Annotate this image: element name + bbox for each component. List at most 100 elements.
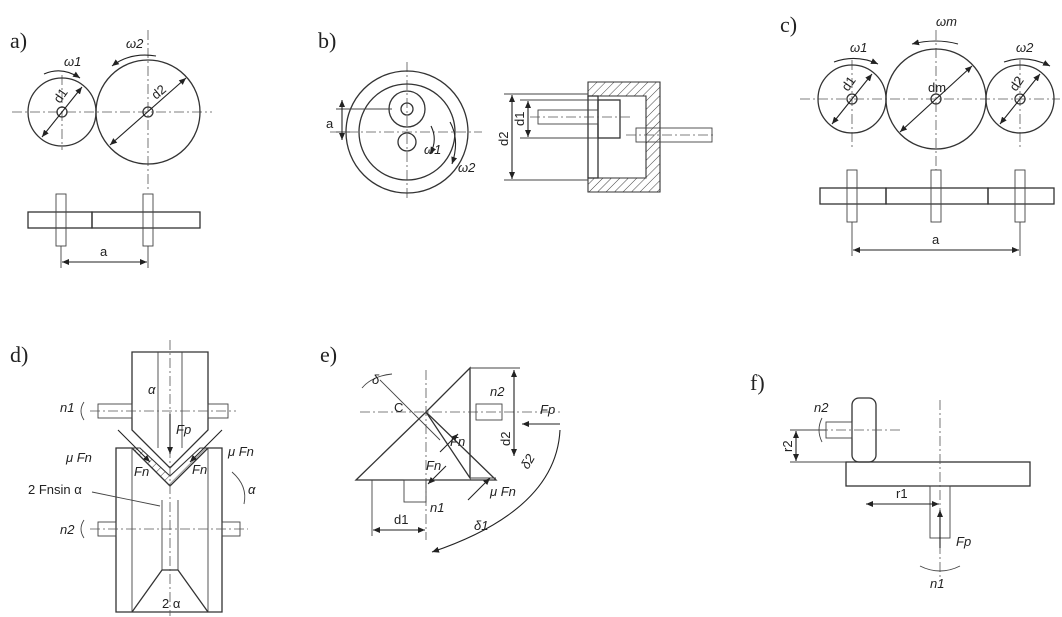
panel-a-shaft-2 — [142, 193, 154, 247]
panel-d-n2-arc — [80, 519, 85, 539]
panel-f-label: f) — [750, 370, 765, 395]
panel-b-omega1-arrow — [429, 125, 437, 155]
panel-a-d1-label: d1 — [50, 85, 71, 105]
panel-a-d2-label: d2 — [148, 82, 169, 103]
panel-c-dm-label: dm — [928, 80, 946, 95]
panel-c-d1-dim — [831, 73, 873, 125]
panel-d-2fnsin-label: 2 Fnsin α — [28, 482, 82, 497]
panel-e-d2-label: d2 — [498, 432, 513, 446]
panel-b-omega2-label: ω2 — [458, 160, 476, 175]
panel-f-n2-label: n2 — [814, 400, 829, 415]
panel-e-fp-label: Fp — [540, 402, 555, 417]
panel-e-fn-upper-arrow — [439, 433, 459, 453]
panel-a-d1-dim — [41, 86, 83, 138]
panel-e-shaft-2 — [475, 403, 503, 421]
panel-d-2alpha-label: 2 α — [162, 596, 181, 611]
panel-e-delta1-label: δ1 — [474, 518, 488, 533]
panel-f-disc — [845, 461, 1031, 487]
panel-c-side-disc-1 — [819, 187, 887, 205]
panel-e-mufn-label: μ Fn — [489, 484, 516, 499]
panel-c-side-disc-m — [885, 187, 989, 205]
panel-d-alpha-arc — [231, 471, 246, 505]
panel-c-omega2-arrow — [1003, 58, 1051, 67]
panel-d-fn-right-label: Fn — [192, 462, 207, 477]
panel-c-dm-dim — [899, 65, 973, 133]
panel-c-shaft-2 — [1014, 169, 1026, 223]
panel-c-omegam-arrow — [911, 39, 959, 46]
panel-a-side-disc-2 — [91, 211, 201, 229]
panel-d-n1-label: n1 — [60, 400, 74, 415]
panel-c-side-disc-2 — [987, 187, 1055, 205]
panel-f-r2-label: r2 — [780, 440, 795, 452]
panel-c-label: c) — [780, 12, 797, 37]
panel-a-a-label: a — [100, 244, 108, 259]
panel-d: d) Fp Fn Fn μ Fn μ Fn α α 2 Fnsin — [10, 340, 256, 616]
panel-e-delta2-label: δ2 — [518, 451, 539, 472]
panel-d-mufn-right-label: μ Fn — [227, 444, 254, 459]
panel-d-fn-left-arrow — [117, 429, 151, 463]
panel-e-delta-big-arc — [431, 429, 561, 553]
panel-e-mufn-arrow — [467, 477, 491, 501]
panel-c-a-label: a — [932, 232, 940, 247]
panel-b-center-hub — [397, 132, 417, 152]
panel-c-omegam-label: ωm — [936, 14, 957, 29]
panel-e-delta-label: δ — [372, 372, 380, 387]
panel-a-omega1-label: ω1 — [64, 54, 81, 69]
panel-a-d2-dim — [109, 77, 187, 146]
panel-d-alpha-side-label: α — [248, 482, 256, 497]
panel-d-n1-arc — [80, 401, 85, 421]
panel-c-d1-label: d1 — [838, 73, 859, 93]
panel-a-shaft-1 — [55, 193, 67, 247]
panel-c-wheel-2 — [985, 64, 1055, 134]
panel-d-fp-label: Fp — [176, 422, 191, 437]
panel-e-n1-label: n1 — [430, 500, 444, 515]
panel-b-omega2-arrow — [449, 121, 458, 165]
panel-e-fn-lower-arrow — [427, 465, 447, 485]
panel-e-contact-line — [379, 379, 441, 441]
panel-b-housing — [587, 81, 661, 193]
panel-d-alpha-label: α — [148, 382, 156, 397]
panel-b-inner-roller — [597, 99, 621, 139]
panel-e-delta-arc — [361, 373, 393, 389]
panel-e-shaft-1 — [403, 479, 427, 503]
panel-a: a) d1 d2 ω1 ω2 a — [10, 28, 212, 268]
panel-e-label: e) — [320, 342, 337, 367]
panel-b-label: b) — [318, 28, 336, 53]
panel-c-omega1-label: ω1 — [850, 40, 867, 55]
panel-c: c) d1 dm d2 ω1 ωm ω2 a — [780, 12, 1060, 256]
panel-a-omega2-arrow — [111, 54, 157, 67]
panel-c-omega2-label: ω2 — [1016, 40, 1034, 55]
panel-b-omega1-label: ω1 — [424, 142, 441, 157]
panel-f-n1-arc — [919, 565, 961, 572]
panel-e-c-label: C — [394, 400, 403, 415]
panel-e-fn-upper-label: Fn — [450, 434, 465, 449]
panel-a-omega2-label: ω2 — [126, 36, 144, 51]
panel-c-shaft-1 — [846, 169, 858, 223]
panel-a-omega1-arrow — [43, 70, 81, 79]
panel-e-fn-lower-label: Fn — [426, 458, 441, 473]
panel-b-inner-hub — [400, 102, 414, 116]
panel-e-n2-label: n2 — [490, 384, 505, 399]
panel-c-shaft-m — [930, 169, 942, 223]
panel-a-label: a) — [10, 28, 27, 53]
panel-e: e) C δ n2 Fp Fn Fn d2 δ2 μ Fn n1 d1 — [320, 342, 561, 553]
panel-e-d1-label: d1 — [394, 512, 408, 527]
panel-b-housing-wall — [587, 95, 599, 179]
panel-f-r1-label: r1 — [896, 486, 908, 501]
panel-d-n2-label: n2 — [60, 522, 75, 537]
panel-b-d2-label: d2 — [496, 132, 511, 146]
panel-b-d1-label: d1 — [512, 112, 527, 126]
panel-b: b) a ω1 ω2 d1 d2 — [318, 28, 716, 200]
panel-b-inner-ring — [358, 83, 456, 181]
panel-f-n2-arc — [818, 417, 823, 443]
panel-a-side-disc-1 — [27, 211, 93, 229]
panel-f-n1-label: n1 — [930, 576, 944, 591]
panel-d-fn-left-label: Fn — [134, 464, 149, 479]
panel-d-label: d) — [10, 342, 28, 367]
panel-c-omega1-arrow — [833, 57, 879, 65]
panel-d-fn-right-arrow — [189, 429, 223, 463]
panel-d-leader — [91, 491, 161, 507]
panel-c-d2-dim — [999, 73, 1041, 125]
panel-c-d2-label: d2 — [1006, 73, 1027, 93]
